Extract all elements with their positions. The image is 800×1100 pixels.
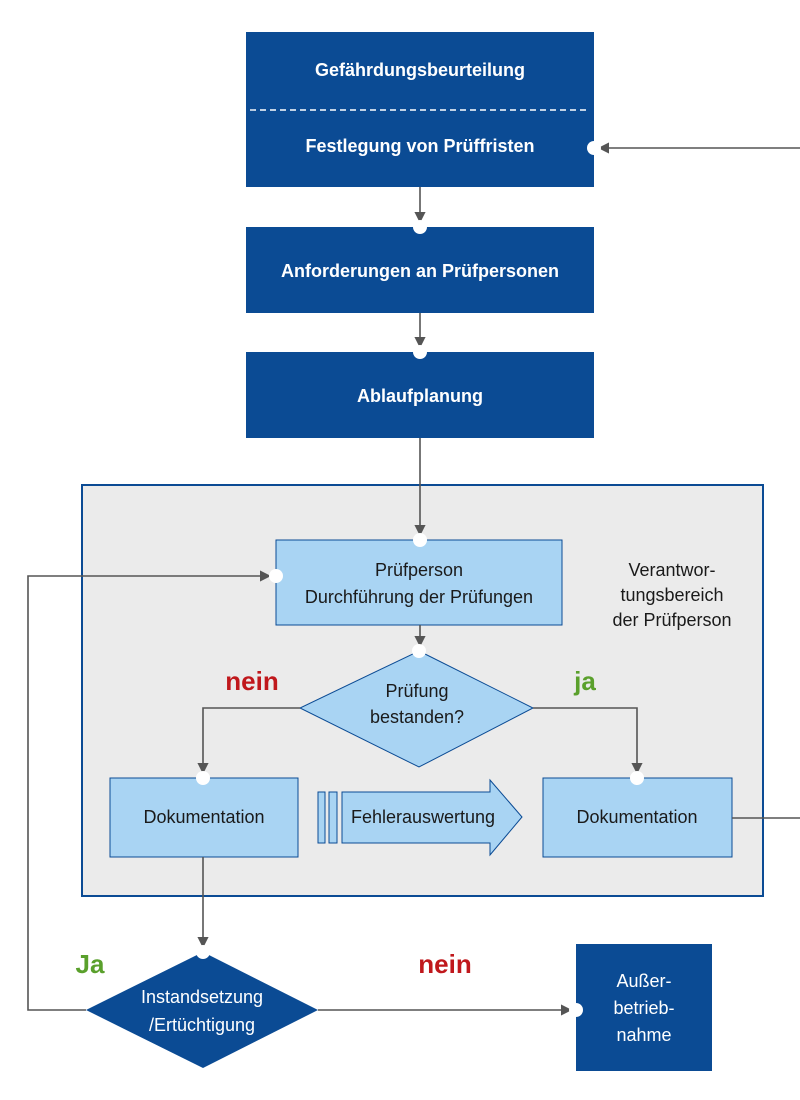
fehler-stripe-2 [328,791,338,844]
fehler-stripe-1 [317,791,326,844]
box-anforderungen [246,227,594,313]
entry-dot-ablauf [413,345,427,359]
label-ausser: Außer- [616,971,671,991]
label-ja-bottom: Ja [76,949,105,979]
label-festlegung-prueffristen: Festlegung von Prüffristen [305,136,534,156]
label-pruefung: Prüfung [385,681,448,701]
entry-dot-anforderungen [413,220,427,234]
box-dokumentation-left [109,777,299,858]
entry-dot-ausser [569,1003,583,1017]
box-dokumentation-right [542,777,733,858]
label-nein-top: nein [225,666,278,696]
region-label-line3: der Prüfperson [612,610,731,630]
box-ablaufplanung [246,352,594,438]
label-ertuechtigung: /Ertüchtigung [149,1015,255,1035]
region-label-line1: Verantwor- [628,560,715,580]
label-fehlerauswertung: Fehlerauswertung [351,807,495,827]
label-dokumentation-left: Dokumentation [143,807,264,827]
label-bestanden: bestanden? [370,707,464,727]
label-nein-bottom: nein [418,949,471,979]
label-anforderungen: Anforderungen an Prüfpersonen [281,261,559,281]
entry-dot-decision [412,644,426,658]
label-ablaufplanung: Ablaufplanung [357,386,483,406]
connector-ja-loop-to-pruefperson [27,570,272,1011]
box-ausserbetriebnahme [576,944,712,1071]
decision-instandsetzung [86,952,318,1068]
label-betrieb: betrieb- [613,998,674,1018]
label-pruefperson: Prüfperson [375,560,463,580]
label-instandsetzung: Instandsetzung [141,987,263,1007]
box-pruefperson [275,539,563,626]
label-durchfuehrung: Durchführung der Prüfungen [305,587,533,607]
entry-dot-pruefperson-top [413,533,427,547]
decision-pruefung-bestanden [298,650,535,768]
fehlerauswertung-arrow [341,778,523,857]
entry-dot-doku-left [196,771,210,785]
label-nahme: nahme [616,1025,671,1045]
label-gefaehrdungsbeurteilung: Gefährdungsbeurteilung [315,60,525,80]
connector-nein-to-doku-left [197,707,300,775]
connector-ja-to-doku-right [533,707,643,775]
entry-dot-instand [196,945,210,959]
region-label-line2: tungsbereich [620,585,723,605]
label-ja-top: ja [573,666,596,696]
entry-dot-prueffristen [587,141,601,155]
entry-dot-doku-right [630,771,644,785]
entry-dot-pruefperson-left [269,569,283,583]
label-dokumentation-right: Dokumentation [576,807,697,827]
